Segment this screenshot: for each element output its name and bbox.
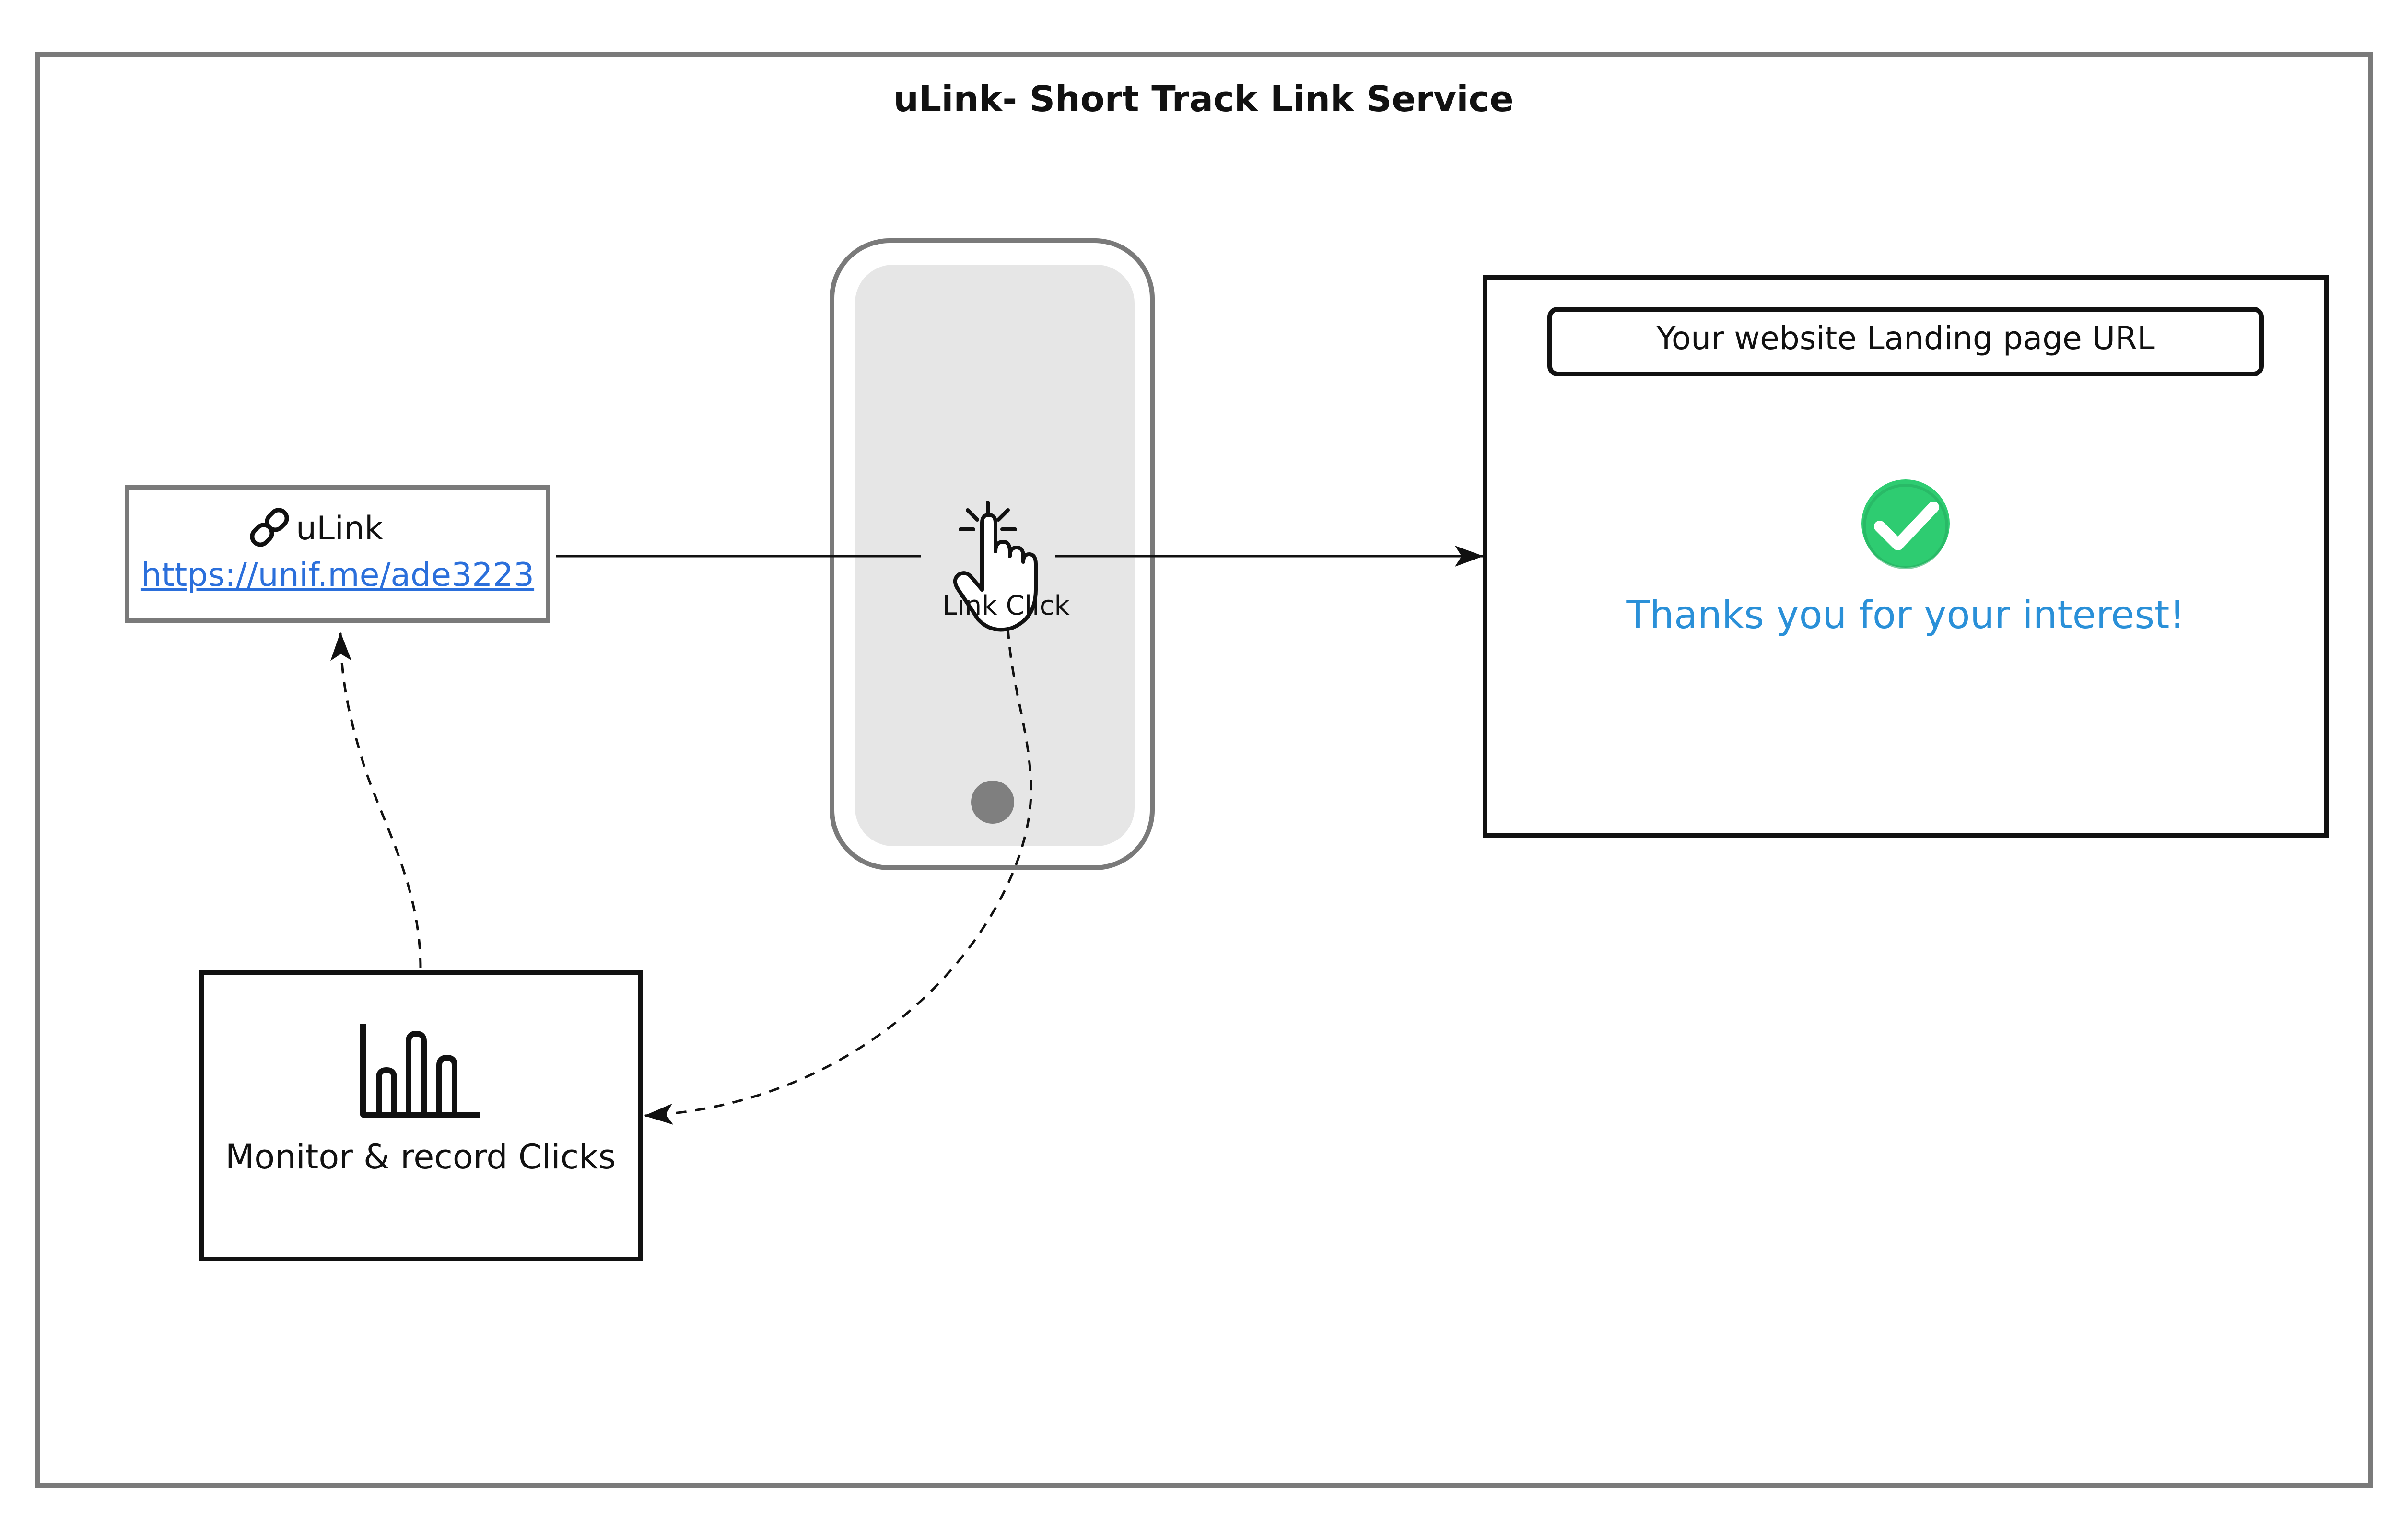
landing-url-text: Your website Landing page URL — [1656, 320, 2155, 357]
short-url-link[interactable]: https://unif.me/ade3223 — [141, 556, 534, 594]
landing-url-bar[interactable] — [1547, 307, 2264, 376]
monitor-box: Monitor & record Clicks — [199, 970, 643, 1261]
chain-link-icon — [250, 508, 289, 547]
link-click-label: Link Click — [942, 590, 1070, 621]
connector-click-to-monitor — [644, 628, 1032, 1125]
bar-chart-icon — [360, 1024, 480, 1118]
phone-home-button — [971, 781, 1014, 824]
ulink-label: uLink — [296, 510, 384, 548]
connector-monitor-to-ulink — [330, 632, 422, 969]
landing-page-box: Your website Landing page URL Thanks you… — [1483, 275, 2329, 838]
monitor-label: Monitor & record Clicks — [225, 1137, 616, 1177]
thank-you-message: Thanks you for your interest! — [1626, 593, 2185, 637]
phone-device: Link Click — [830, 238, 1155, 870]
pointing-hand-click-icon[interactable] — [953, 501, 1038, 632]
diagram-title: uLink- Short Track Link Service — [893, 79, 1513, 120]
ulink-box: uLink https://unif.me/ade3223 — [125, 485, 550, 623]
green-check-circle-icon — [1861, 479, 1950, 569]
